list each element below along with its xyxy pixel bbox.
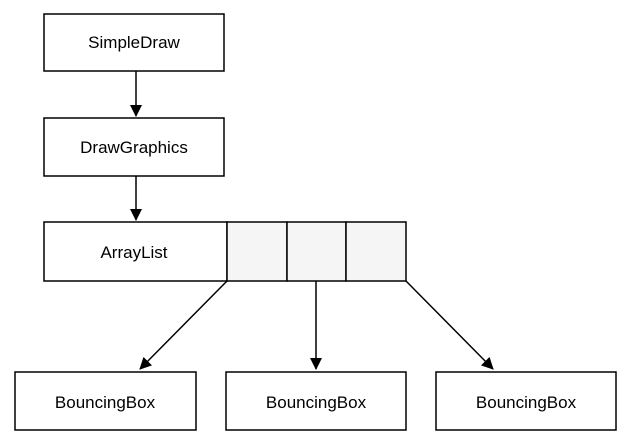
node-bouncing-box-2-label: BouncingBox [266, 393, 367, 412]
node-simple-draw: SimpleDraw [43, 13, 225, 72]
node-bouncing-box-1-label: BouncingBox [55, 393, 156, 412]
node-array-list-label: ArrayList [100, 243, 167, 262]
node-bouncing-box-1: BouncingBox [14, 371, 197, 431]
node-draw-graphics-label: DrawGraphics [80, 138, 188, 157]
node-draw-graphics: DrawGraphics [43, 117, 225, 177]
array-list-cell-2 [286, 221, 347, 282]
node-bouncing-box-2: BouncingBox [225, 371, 407, 431]
edge-cell3-to-bouncingbox3 [405, 280, 494, 370]
node-bouncing-box-3-label: BouncingBox [476, 393, 577, 412]
node-simple-draw-label: SimpleDraw [88, 33, 180, 52]
edge-cell1-to-bouncingbox1 [139, 280, 228, 370]
array-list-cell-3 [345, 221, 407, 282]
node-bouncing-box-3: BouncingBox [435, 371, 617, 431]
node-array-list: ArrayList [43, 221, 407, 282]
array-list-cell-1 [226, 221, 288, 282]
